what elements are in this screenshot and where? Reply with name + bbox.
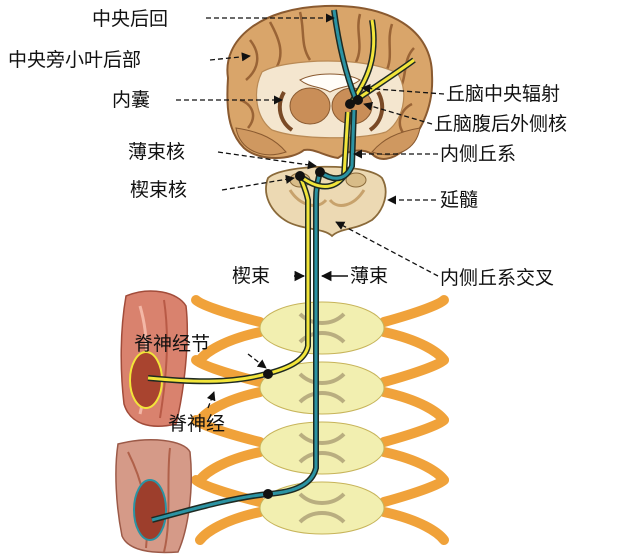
spinal-cord-segments [191,295,449,545]
thalamus-cell-b [353,95,363,105]
nucleus-cuneatus-cell [295,171,305,181]
label-internal-capsule: 内囊 [112,89,150,111]
muscle-lower [115,439,192,554]
temporal-lobe-right [371,127,421,156]
spinal-segment [191,295,449,365]
ganglion-cell-lower [263,489,273,499]
label-lemniscus-decussation: 内侧丘系交叉 [440,267,554,289]
muscle-upper [120,290,188,427]
label-paracentral-lobule: 中央旁小叶后部 [8,49,141,71]
leader-lines [176,13,445,409]
label-spinal-ganglion: 脊神经节 [134,333,210,355]
label-fasciculus-gracilis: 薄束 [350,265,388,287]
spinal-segment [191,415,449,485]
temporal-lobe-left [235,127,287,156]
thalamus-left [289,87,331,125]
ganglion-cell-upper [263,369,273,379]
label-medulla: 延髓 [440,189,478,211]
ventricle [299,73,361,93]
brain-section [226,4,434,160]
label-vpl-nucleus: 丘脑腹后外侧核 [434,113,567,135]
label-thalamocortical-radiation: 丘脑中央辐射 [446,83,560,105]
label-spinal-nerve: 脊神经 [168,413,225,435]
label-nucleus-gracilis: 薄束核 [128,141,185,163]
spinal-segment [191,355,449,425]
label-medial-lemniscus: 内侧丘系 [440,143,516,165]
label-nucleus-cuneatus: 楔束核 [130,179,187,201]
nucleus-gracilis-cell [315,167,325,177]
label-postcentral-gyrus: 中央后回 [92,8,168,30]
label-fasciculus-cuneatus: 楔束 [232,265,270,287]
spinal-segment [191,475,449,545]
thalamus-cell-a [345,99,355,109]
pathway-fibers [147,9,416,523]
